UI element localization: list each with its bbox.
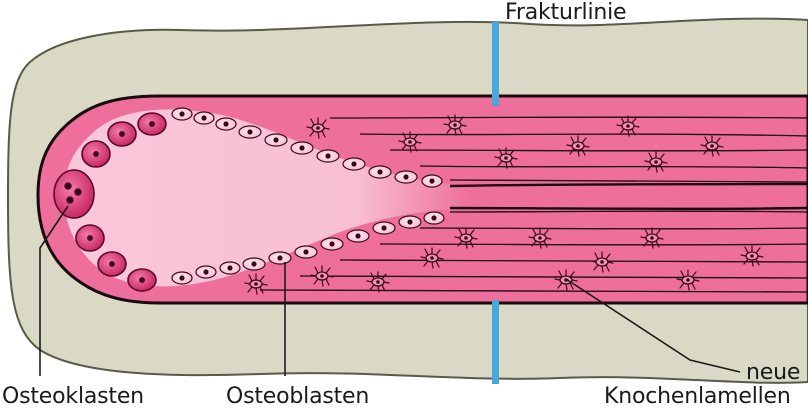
fracture-line-bottom: [492, 300, 499, 384]
label-neue: neue: [746, 362, 800, 384]
cement-line-lower: [450, 208, 808, 209]
label-knochenlamellen: Knochenlamellen: [604, 386, 791, 408]
label-frakturlinie: Frakturlinie: [505, 2, 626, 24]
fracture-line-top: [492, 22, 499, 106]
label-osteoblasten: Osteoblasten: [226, 386, 369, 408]
label-osteoklasten: Osteoklasten: [2, 386, 144, 408]
